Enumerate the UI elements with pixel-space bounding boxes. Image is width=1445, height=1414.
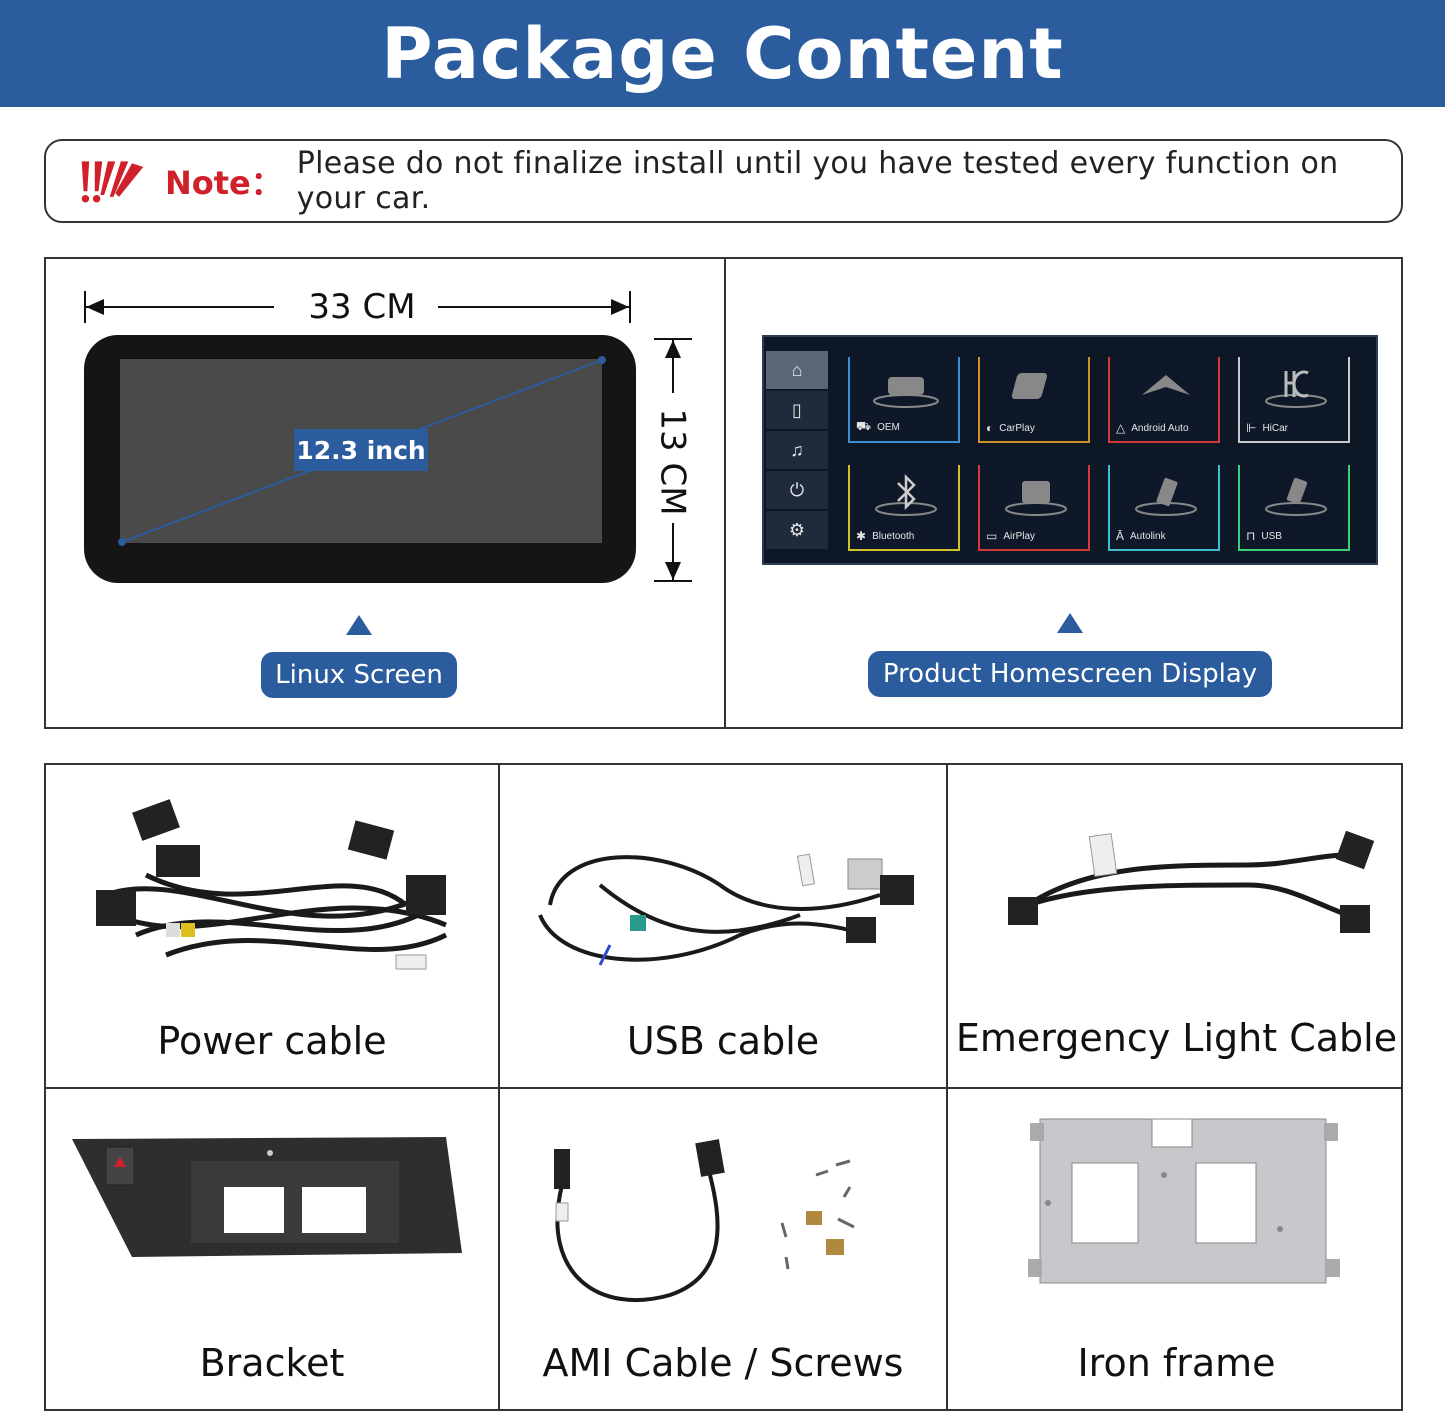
- item-iron-frame: Iron frame: [948, 1089, 1405, 1411]
- grid-divider: [46, 1087, 1401, 1089]
- item-bracket: Bracket: [46, 1089, 498, 1411]
- car-icon: [873, 377, 939, 408]
- homescreen-caption: Product Homescreen Display: [868, 651, 1272, 697]
- tile-label: AirPlay: [1003, 530, 1036, 542]
- diagonal-size-badge: 12.3 inch: [294, 429, 428, 471]
- tile-label: CarPlay: [999, 422, 1035, 434]
- item-emergency-light-cable: Emergency Light Cable: [948, 765, 1405, 1087]
- item-label: AMI Cable / Screws: [542, 1341, 904, 1385]
- screen-panel: 33 CM 12.3 inch 13 CM Linux Screen ⌂ ▯ ♫…: [44, 257, 1403, 729]
- note-label: Note：: [164, 164, 283, 202]
- hicar-icon: [1265, 370, 1327, 408]
- item-label: Power cable: [157, 1019, 387, 1063]
- tile-label: Autolink: [1130, 530, 1166, 542]
- power-cable-image: [96, 799, 448, 970]
- settings-icon: ⚙: [766, 511, 828, 549]
- item-ami-cable-screws: AMI Cable / Screws: [500, 1089, 946, 1411]
- homescreen-display: ⌂ ▯ ♫ ⏻ ⚙ ⛟OEM ◐CarPlay △Android Auto ⊩H…: [762, 335, 1378, 565]
- item-usb-cable: USB cable: [500, 765, 946, 1087]
- tile-airplay: ▭AirPlay: [978, 465, 1090, 551]
- home-icon: ⌂: [766, 351, 828, 389]
- autolink-icon: [1135, 477, 1197, 516]
- tile-carplay: ◐CarPlay: [978, 357, 1090, 443]
- homescreen-pointer-icon: [1057, 613, 1083, 633]
- width-arrow-icon: [84, 291, 631, 323]
- tile-label: USB: [1261, 530, 1282, 542]
- note-box: Note： Please do not finalize install unt…: [44, 139, 1403, 223]
- tile-bluetooth: ✱Bluetooth: [848, 465, 960, 551]
- tile-label: OEM: [877, 421, 900, 433]
- tile-label: Android Auto: [1131, 422, 1189, 434]
- homescreen-sidebar: ⌂ ▯ ♫ ⏻ ⚙: [766, 351, 828, 551]
- width-dimension: 33 CM: [84, 287, 634, 327]
- panel-divider: [724, 259, 726, 727]
- tile-usb: ⊓USB: [1238, 465, 1350, 551]
- phone-link-icon: ▯: [766, 391, 828, 429]
- height-arrow-icon: [654, 338, 692, 582]
- linux-screen-caption: Linux Screen: [261, 652, 457, 698]
- page-title: Package Content: [381, 12, 1064, 95]
- warning-strokes-icon: [81, 161, 144, 203]
- item-power-cable: Power cable: [46, 765, 498, 1087]
- tile-android-auto: △Android Auto: [1108, 357, 1220, 443]
- width-label: 33 CM: [308, 287, 416, 327]
- height-label: 13 CM: [653, 408, 693, 516]
- tile-label: Bluetooth: [872, 530, 915, 542]
- item-label: Iron frame: [1077, 1341, 1276, 1385]
- note-text: Please do not finalize install until you…: [296, 146, 1339, 216]
- item-label: USB cable: [626, 1019, 820, 1063]
- page-header: Package Content: [0, 0, 1445, 107]
- homescreen-app-grid: ⛟OEM ◐CarPlay △Android Auto ⊩HiCar ✱Blue…: [848, 357, 1354, 553]
- airplay-icon: [1005, 481, 1067, 516]
- screen-device: 12.3 inch: [84, 335, 636, 583]
- item-label: Emergency Light Cable: [955, 1016, 1398, 1060]
- power-icon: ⏻: [766, 471, 828, 509]
- emergency-light-cable-image: [1008, 830, 1375, 933]
- ami-cable-image: [554, 1139, 725, 1302]
- usb-icon: [1265, 477, 1327, 516]
- usb-cable-image: [538, 853, 914, 966]
- carplay-icon: [1011, 373, 1047, 399]
- android-auto-icon: [1142, 375, 1190, 395]
- bracket-image: [72, 1137, 462, 1257]
- linux-pointer-icon: [346, 615, 372, 635]
- item-label: Bracket: [199, 1341, 345, 1385]
- screws-icon: [780, 1159, 855, 1270]
- height-dimension: 13 CM: [648, 337, 698, 587]
- tile-label: HiCar: [1262, 422, 1289, 434]
- music-icon: ♫: [766, 431, 828, 469]
- tile-oem: ⛟OEM: [848, 357, 960, 443]
- iron-frame-image: [1028, 1118, 1340, 1284]
- accessories-grid: Power cable USB cable: [44, 763, 1403, 1411]
- tile-hicar: ⊩HiCar: [1238, 357, 1350, 443]
- bluetooth-icon: [875, 473, 937, 516]
